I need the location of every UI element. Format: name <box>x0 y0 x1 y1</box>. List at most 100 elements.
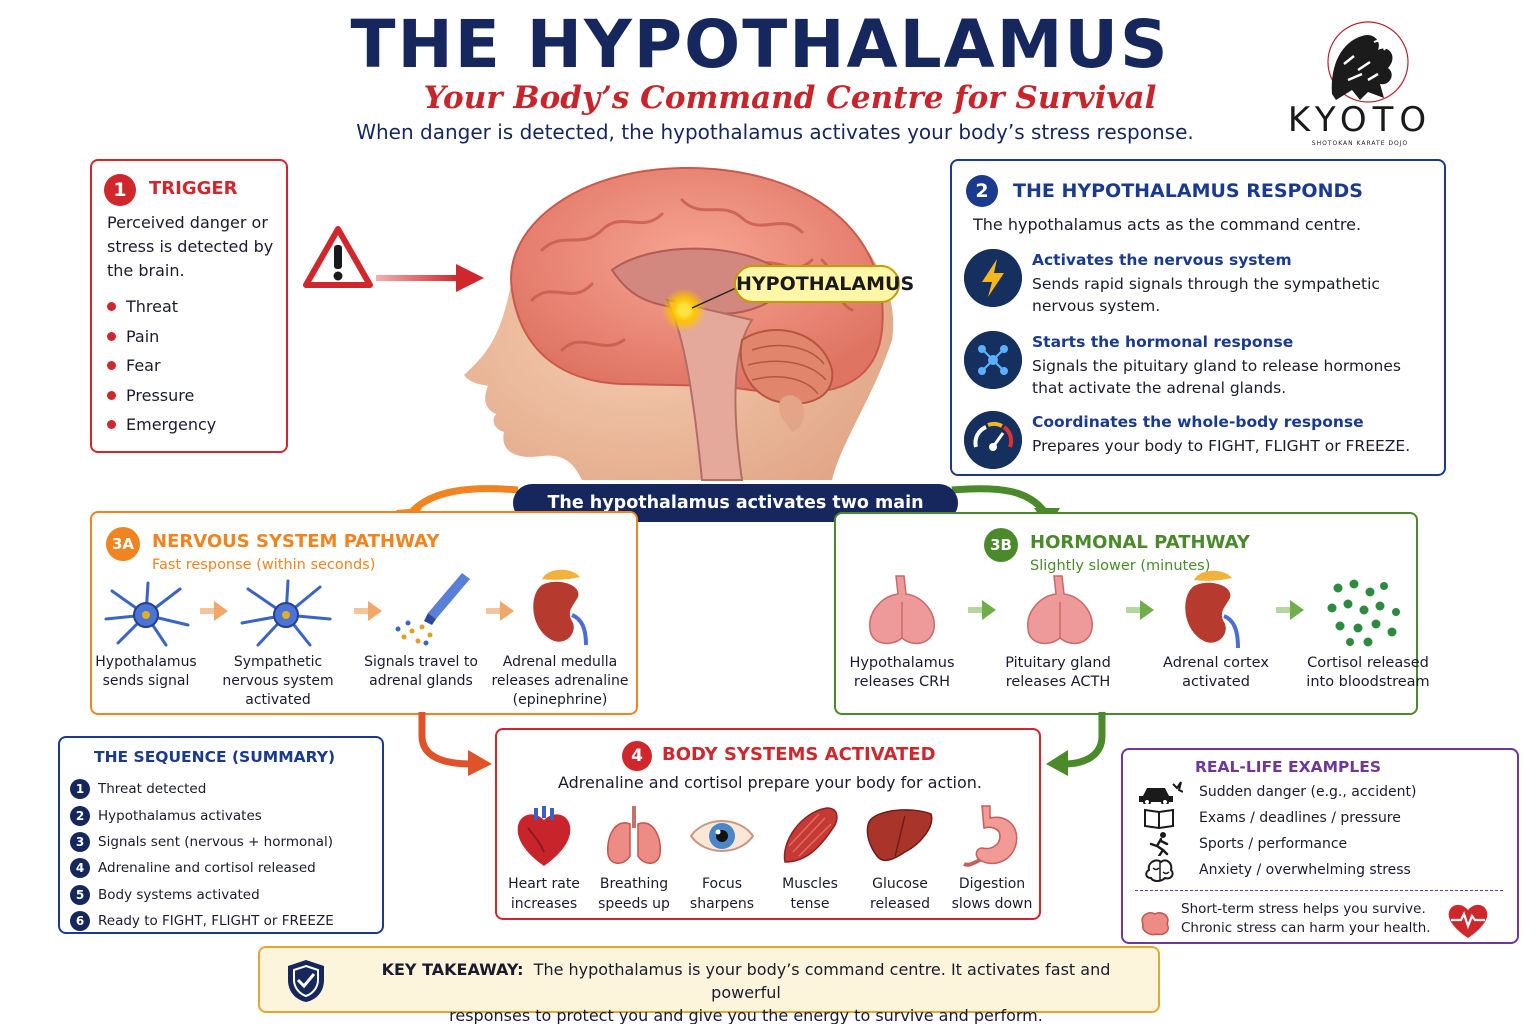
muscle-icon <box>783 807 838 863</box>
sequence-title: THE SEQUENCE (SUMMARY) <box>94 748 336 766</box>
arrow-right-icon <box>1126 600 1154 620</box>
step-number: 6 <box>70 911 90 932</box>
trigger-title: TRIGGER <box>149 178 238 199</box>
neuron-icon <box>240 579 332 647</box>
page-title: THE HYPOTHALAMUS <box>350 6 1170 83</box>
pathway-step: Hypothalamus releases CRH <box>849 655 955 690</box>
neuron-icon <box>104 581 190 647</box>
pituitary-gland-icon <box>1027 575 1093 645</box>
resp-head: Activates the nervous system <box>1032 251 1292 269</box>
brain-icon <box>1145 859 1174 882</box>
page-subtitle: Your Body’s Command Centre for Survival <box>423 80 1157 116</box>
hormonal-number: 3B <box>984 528 1018 562</box>
arrow-right-icon <box>486 601 514 621</box>
pathway-step: Hypothalamus sends signal <box>95 654 197 689</box>
nervous-number: 3A <box>106 527 140 561</box>
list-item: Anxiety / overwhelming stress <box>1137 858 1517 882</box>
resp-head: Starts the hormonal response <box>1032 333 1294 351</box>
nerve-signal-icon <box>395 573 470 646</box>
tiger-icon <box>1327 21 1409 103</box>
list-item: Starts the hormonal response Signals the… <box>964 331 1434 401</box>
gland-icon <box>869 575 935 645</box>
kidney-icon <box>533 569 588 646</box>
key-takeaway-panel: KEY TAKEAWAY: The hypothalamus is your b… <box>258 946 1160 1024</box>
list-item: Threat <box>107 292 216 322</box>
list-item: Pain <box>107 322 216 352</box>
curved-arrow-icon <box>1046 712 1106 776</box>
hormonal-title: HORMONAL PATHWAY <box>1030 532 1250 553</box>
nervous-subtitle: Fast response (within seconds) <box>152 557 376 573</box>
body-systems-number: 4 <box>622 741 652 771</box>
list-item: Activates the nervous system Sends rapid… <box>964 249 1434 319</box>
stomach-icon <box>963 805 1018 867</box>
body-systems-title: BODY SYSTEMS ACTIVATED <box>662 744 936 765</box>
trigger-number: 1 <box>104 174 136 206</box>
book-icon <box>1144 808 1174 830</box>
list-item: Pressure <box>107 381 216 411</box>
body-systems-panel: 4 BODY SYSTEMS ACTIVATED Adrenaline and … <box>495 728 1041 920</box>
examples-title: REAL-LIFE EXAMPLES <box>1195 758 1381 776</box>
heart-icon <box>517 806 571 866</box>
kidney-icon <box>1185 570 1240 649</box>
pathway-step: Sympathetic nervous system activated <box>222 654 334 708</box>
arrow-right-icon <box>968 600 996 620</box>
pathway-step: Cortisol released into bloodstream <box>1306 655 1430 690</box>
trigger-panel: 1 TRIGGER Perceived danger or stress is … <box>90 159 288 453</box>
car-crash-icon <box>1139 781 1183 804</box>
resp-body: Prepares your body to FIGHT, FLIGHT or F… <box>1032 437 1411 455</box>
list-item: Fear <box>107 351 216 381</box>
list-item: Sudden danger (e.g., accident) <box>1137 780 1517 804</box>
list-item: Coordinates the whole-body response Prep… <box>964 411 1434 481</box>
brain-icon <box>1141 912 1169 936</box>
cortisol-molecules-icon <box>1327 579 1400 647</box>
pathway-step: Adrenal medulla releases adrenaline (epi… <box>491 654 629 708</box>
arrow-right-icon <box>376 264 484 292</box>
molecule-icon <box>964 331 1022 389</box>
nervous-pathway-panel: 3A NERVOUS SYSTEM PATHWAY Fast response … <box>90 511 638 715</box>
warning-icon <box>303 226 373 288</box>
step-number: 1 <box>70 779 90 800</box>
curved-arrow-icon <box>418 712 492 776</box>
heart-pulse-icon <box>1448 904 1488 938</box>
logo-name: KYOTO <box>1287 100 1433 140</box>
eye-icon <box>689 820 755 852</box>
step-number: 2 <box>70 805 90 826</box>
step-number: 3 <box>70 831 90 852</box>
list-item: Emergency <box>107 410 216 440</box>
step-number: 4 <box>70 858 90 879</box>
lightning-icon <box>964 249 1022 307</box>
intro-text: When danger is detected, the hypothalamu… <box>356 120 1194 144</box>
liver-icon <box>866 809 933 862</box>
step-number: 5 <box>70 884 90 905</box>
examples-note: Short-term stress helps you survive. Chr… <box>1181 901 1431 936</box>
resp-body: Sends rapid signals through the sympathe… <box>1032 275 1380 315</box>
runner-icon <box>1149 832 1169 856</box>
trigger-text: Perceived danger or stress is detected b… <box>107 213 274 280</box>
shield-icon <box>288 960 324 1002</box>
body-systems-description: Adrenaline and cortisol prepare your bod… <box>557 773 982 792</box>
takeaway-label: KEY TAKEAWAY: <box>381 960 524 979</box>
responds-title: THE HYPOTHALAMUS RESPONDS <box>1013 180 1363 202</box>
pathway-step: Adrenal cortex activated <box>1163 655 1269 690</box>
logo-tagline: SHOTOKAN KARATE DOJO <box>1311 140 1409 147</box>
resp-body: Signals the pituitary gland to release h… <box>1032 357 1401 397</box>
takeaway-text: KEY TAKEAWAY: The hypothalamus is your b… <box>381 960 1111 1024</box>
divider <box>1135 890 1503 891</box>
examples-panel: REAL-LIFE EXAMPLES Sudden danger (e.g., … <box>1121 748 1519 944</box>
resp-head: Coordinates the whole-body response <box>1032 413 1364 431</box>
responds-number: 2 <box>966 175 998 207</box>
